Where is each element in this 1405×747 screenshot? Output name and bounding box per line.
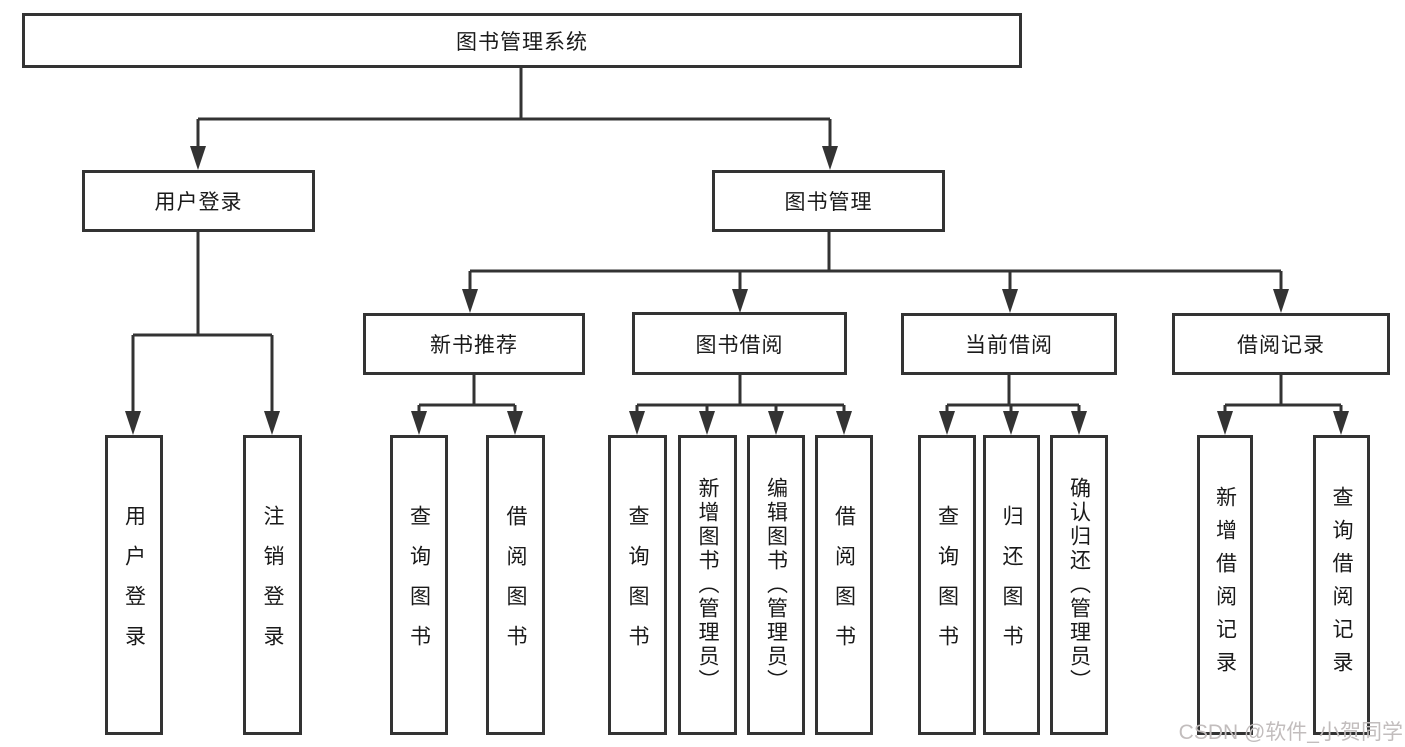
leaf-query-books-current: 查询图书: [918, 435, 976, 735]
leaf-add-borrow-record: 新增借阅记录: [1197, 435, 1253, 735]
leaf-confirm-return-admin-label: 确认归还（管理员）: [1067, 477, 1091, 693]
leaf-query-borrow-record: 查询借阅记录: [1313, 435, 1370, 735]
node-user-login-label: 用户登录: [154, 191, 243, 214]
node-new-book-recommend-label: 新书推荐: [430, 334, 518, 357]
leaf-add-borrow-record-label: 新增借阅记录: [1213, 486, 1237, 684]
leaf-add-book-admin: 新增图书（管理员）: [678, 435, 737, 735]
leaf-return-book: 归还图书: [983, 435, 1040, 735]
leaf-borrow-books-recommend: 借阅图书: [486, 435, 545, 735]
leaf-query-books-borrow: 查询图书: [608, 435, 667, 735]
node-book-borrow: 图书借阅: [632, 312, 847, 375]
node-user-login: 用户登录: [82, 170, 315, 232]
leaf-user-login: 用户登录: [105, 435, 163, 735]
node-borrow-records-label: 借阅记录: [1237, 334, 1325, 357]
leaf-query-books-recommend: 查询图书: [390, 435, 448, 735]
leaf-borrow-books-recommend-label: 借阅图书: [504, 505, 527, 665]
leaf-logout: 注销登录: [243, 435, 302, 735]
arrowheads: [125, 146, 1349, 435]
leaf-return-book-label: 归还图书: [1000, 505, 1023, 665]
node-root: 图书管理系统: [22, 13, 1022, 68]
leaf-edit-book-admin: 编辑图书（管理员）: [747, 435, 805, 735]
leaf-confirm-return-admin: 确认归还（管理员）: [1050, 435, 1108, 735]
leaf-add-book-admin-label: 新增图书（管理员）: [696, 477, 719, 693]
leaf-borrow-books-label: 借阅图书: [832, 505, 856, 665]
node-root-label: 图书管理系统: [456, 30, 588, 54]
node-book-borrow-label: 图书借阅: [695, 333, 784, 357]
leaf-query-borrow-record-label: 查询借阅记录: [1330, 486, 1353, 684]
node-borrow-records: 借阅记录: [1172, 313, 1390, 375]
node-book-management-label: 图书管理: [784, 191, 873, 214]
node-current-borrow: 当前借阅: [901, 313, 1117, 375]
leaf-borrow-books: 借阅图书: [815, 435, 873, 735]
leaf-query-books-borrow-label: 查询图书: [626, 505, 649, 665]
node-book-management: 图书管理: [712, 170, 945, 232]
leaf-logout-label: 注销登录: [261, 505, 284, 665]
leaf-user-login-label: 用户登录: [122, 505, 146, 665]
leaf-query-books-current-label: 查询图书: [935, 505, 959, 665]
node-new-book-recommend: 新书推荐: [363, 313, 585, 375]
csdn-watermark: CSDN @软件_小贺同学: [1178, 721, 1403, 744]
leaf-query-books-recommend-label: 查询图书: [407, 505, 431, 665]
node-current-borrow-label: 当前借阅: [965, 334, 1053, 357]
leaf-edit-book-admin-label: 编辑图书（管理员）: [764, 477, 788, 693]
